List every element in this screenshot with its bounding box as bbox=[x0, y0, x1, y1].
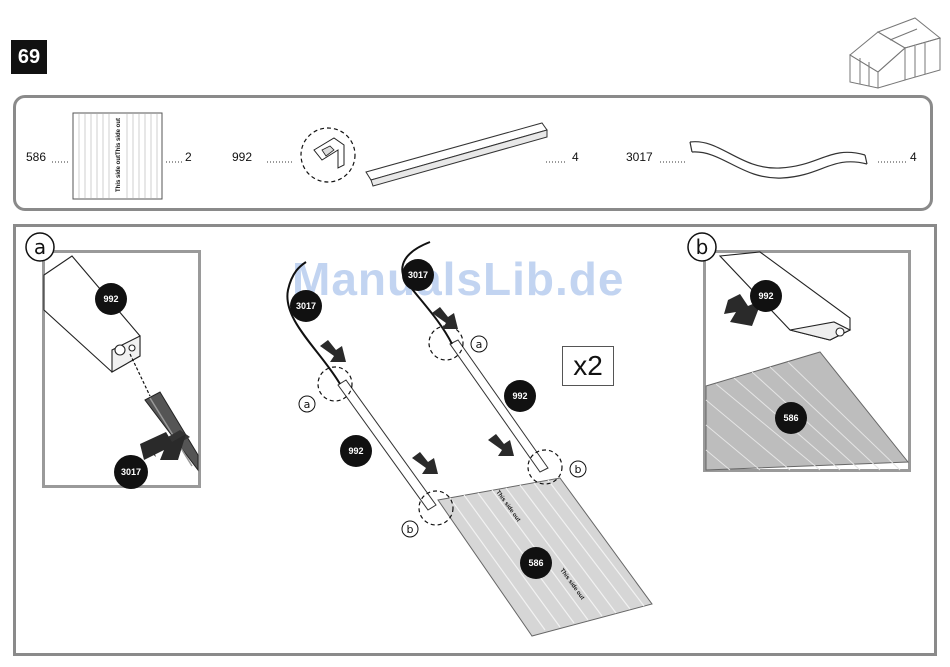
multiplier-label: x2 bbox=[573, 350, 603, 382]
part-3017-qty: 4 bbox=[910, 150, 917, 164]
step-number: 69 bbox=[18, 46, 40, 69]
multiplier-box: x2 bbox=[562, 346, 614, 386]
part-3017-code: 3017 bbox=[626, 150, 653, 164]
watermark: ManualsLib.de bbox=[292, 252, 624, 306]
detail-a-box bbox=[42, 250, 201, 488]
detail-b-box bbox=[703, 250, 911, 472]
part-586-qty: 2 bbox=[185, 150, 192, 164]
part-586-code: 586 bbox=[26, 150, 46, 164]
step-number-badge: 69 bbox=[11, 40, 47, 74]
parts-list-panel bbox=[13, 95, 933, 211]
part-992-code: 992 bbox=[232, 150, 252, 164]
part-992-qty: 4 bbox=[572, 150, 579, 164]
